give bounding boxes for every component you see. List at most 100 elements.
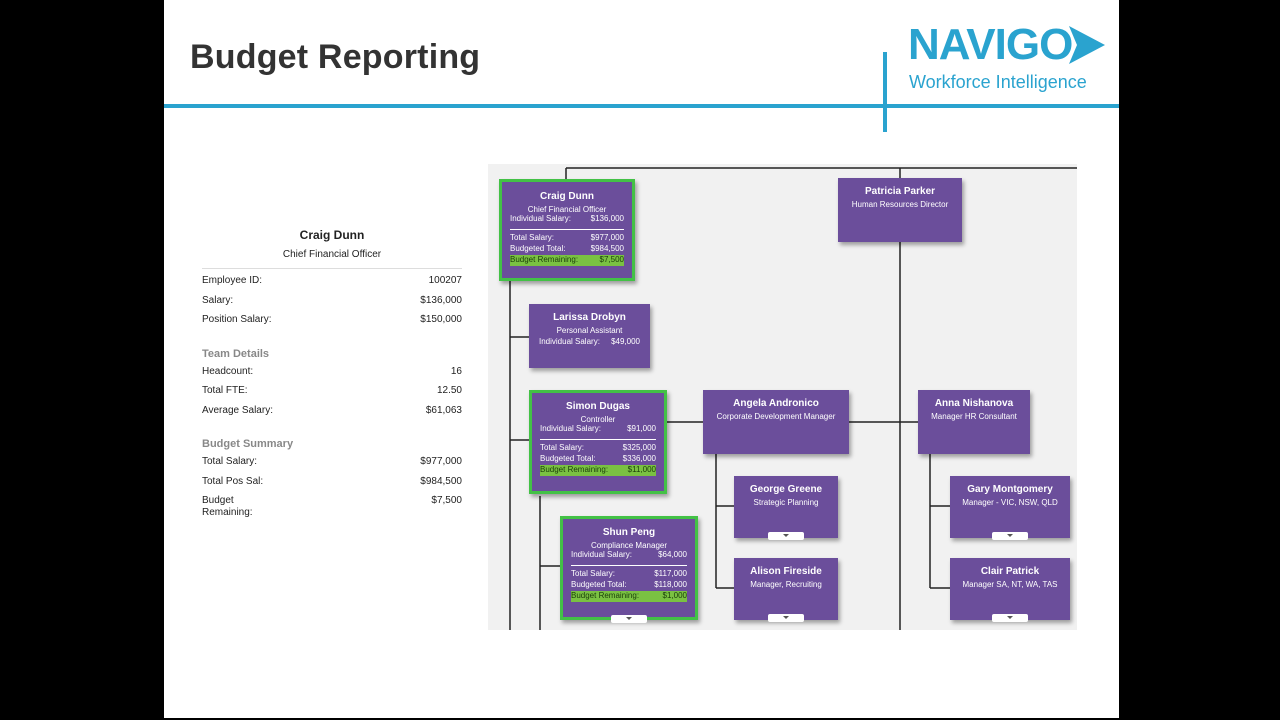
card-role: Controller: [580, 415, 616, 424]
card-value: $117,000: [654, 569, 687, 578]
card-value: $1,000: [662, 591, 687, 600]
card-role: Strategic Planning: [753, 498, 819, 507]
card-label: Budgeted Total:: [510, 244, 566, 253]
detail-label: Salary:: [202, 294, 234, 306]
card-role: Corporate Development Manager: [716, 412, 836, 421]
card-label: Individual Salary:: [510, 214, 571, 223]
detail-value: 16: [450, 365, 462, 377]
detail-value: 100207: [428, 275, 462, 286]
detail-label: Budget Remaining:: [202, 495, 253, 518]
expand-toggle[interactable]: [611, 615, 647, 623]
card-budgeted-total: Budgeted Total: $984,500: [510, 244, 624, 255]
card-divider: [540, 439, 656, 440]
detail-value: 12.50: [436, 385, 462, 396]
detail-value: $61,063: [425, 404, 462, 416]
card-individual-salary: Individual Salary: $136,000: [510, 214, 624, 225]
card-role: Manager HR Consultant: [931, 412, 1017, 421]
card-budgeted-total: Budgeted Total: $118,000: [571, 580, 687, 591]
card-name: Patricia Parker: [864, 186, 936, 197]
card-name: Simon Dugas: [566, 401, 630, 412]
card-value: $136,000: [590, 214, 624, 223]
logo-arrow-icon: [1069, 26, 1105, 64]
card-total-salary: Total Salary: $117,000: [571, 569, 687, 580]
card-label: Budget Remaining:: [540, 465, 609, 474]
team-row-average-salary: Average Salary: $61,063: [202, 405, 462, 425]
org-chart[interactable]: Craig Dunn Chief Financial Officer Indiv…: [488, 164, 1077, 630]
detail-label: Total Salary:: [202, 456, 258, 467]
detail-value: $136,000: [420, 294, 462, 306]
org-card-alison-fireside[interactable]: Alison Fireside Manager, Recruiting: [734, 558, 838, 622]
detail-row-employee-id: Employee ID: 100207: [202, 275, 462, 295]
detail-value: $150,000: [420, 314, 462, 325]
card-role: Manager, Recruiting: [750, 580, 822, 589]
org-card-craig-dunn[interactable]: Craig Dunn Chief Financial Officer Indiv…: [499, 179, 635, 281]
org-card-gary-montgomery[interactable]: Gary Montgomery Manager - VIC, NSW, QLD: [950, 476, 1070, 540]
detail-label: Total FTE:: [202, 385, 248, 396]
card-value: $336,000: [622, 454, 656, 463]
card-role: Chief Financial Officer: [527, 205, 607, 214]
slide: Budget Reporting NAVIGO Workforce Intell…: [164, 0, 1119, 718]
card-value: $984,500: [590, 244, 624, 253]
card-divider: [510, 229, 624, 230]
card-label: Individual Salary:: [539, 337, 600, 346]
budget-row-total-salary: Total Salary: $977,000: [202, 456, 462, 476]
card-role: Manager SA, NT, WA, TAS: [962, 580, 1058, 589]
card-role: Manager - VIC, NSW, QLD: [962, 498, 1058, 507]
expand-toggle[interactable]: [768, 614, 804, 622]
card-individual-salary: Individual Salary: $49,000: [539, 337, 640, 348]
org-card-simon-dugas[interactable]: Simon Dugas Controller Individual Salary…: [529, 390, 667, 494]
detail-label: Position Salary:: [202, 314, 272, 325]
expand-toggle[interactable]: [992, 614, 1028, 622]
card-label: Individual Salary:: [540, 424, 601, 433]
card-value: $91,000: [627, 424, 656, 433]
card-budget-remaining: Budget Remaining: $7,500: [510, 255, 624, 266]
card-value: $64,000: [658, 550, 687, 559]
card-budgeted-total: Budgeted Total: $336,000: [540, 454, 656, 465]
detail-row-salary: Salary: $136,000: [202, 295, 462, 315]
card-name: Gary Montgomery: [967, 484, 1053, 495]
card-value: $118,000: [654, 580, 687, 589]
logo-divider: [883, 52, 887, 132]
card-label: Individual Salary:: [571, 550, 632, 559]
card-individual-salary: Individual Salary: $91,000: [540, 424, 656, 435]
card-name: Alison Fireside: [750, 566, 822, 577]
expand-toggle[interactable]: [768, 532, 804, 540]
card-label: Total Salary:: [571, 569, 616, 578]
employee-role: Chief Financial Officer: [282, 249, 382, 260]
logo-tagline: Workforce Intelligence: [909, 72, 1087, 92]
org-chart-connectors: [509, 167, 1077, 630]
employee-name: Craig Dunn: [299, 228, 365, 242]
org-card-george-greene[interactable]: George Greene Strategic Planning: [734, 476, 838, 540]
card-label: Budget Remaining:: [571, 591, 640, 600]
org-card-anna-nishanova[interactable]: Anna Nishanova Manager HR Consultant: [918, 390, 1030, 454]
detail-value: $977,000: [420, 456, 462, 467]
navigo-logo: NAVIGO Workforce Intelligence: [908, 20, 1108, 100]
detail-value: $7,500: [431, 495, 462, 506]
org-card-shun-peng[interactable]: Shun Peng Compliance Manager Individual …: [560, 516, 698, 623]
card-label: Total Salary:: [510, 233, 555, 242]
org-card-clair-patrick[interactable]: Clair Patrick Manager SA, NT, WA, TAS: [950, 558, 1070, 622]
detail-label: Average Salary:: [202, 404, 273, 416]
team-row-headcount: Headcount: 16: [202, 366, 462, 386]
title-divider: [164, 104, 1119, 108]
card-budget-remaining: Budget Remaining: $1,000: [571, 591, 687, 602]
card-value: $325,000: [622, 443, 656, 452]
card-name: Craig Dunn: [540, 191, 594, 202]
card-value: $7,500: [599, 255, 624, 264]
team-row-total-fte: Total FTE: 12.50: [202, 385, 462, 405]
card-value: $977,000: [590, 233, 624, 242]
org-card-patricia-parker[interactable]: Patricia Parker Human Resources Director: [838, 178, 962, 242]
slide-title: Budget Reporting: [190, 38, 481, 76]
card-name: Angela Andronico: [733, 398, 819, 409]
detail-row-position-salary: Position Salary: $150,000: [202, 314, 462, 334]
card-value: $11,000: [627, 465, 656, 474]
card-individual-salary: Individual Salary: $64,000: [571, 550, 687, 561]
org-card-angela-andronico[interactable]: Angela Andronico Corporate Development M…: [703, 390, 849, 454]
card-name: Clair Patrick: [980, 566, 1040, 577]
card-role: Human Resources Director: [851, 200, 949, 209]
detail-value: $984,500: [420, 475, 462, 487]
org-card-larissa-drobyn[interactable]: Larissa Drobyn Personal Assistant Indivi…: [529, 304, 650, 368]
card-name: Anna Nishanova: [934, 398, 1014, 409]
expand-toggle[interactable]: [992, 532, 1028, 540]
details-divider: [202, 268, 462, 269]
